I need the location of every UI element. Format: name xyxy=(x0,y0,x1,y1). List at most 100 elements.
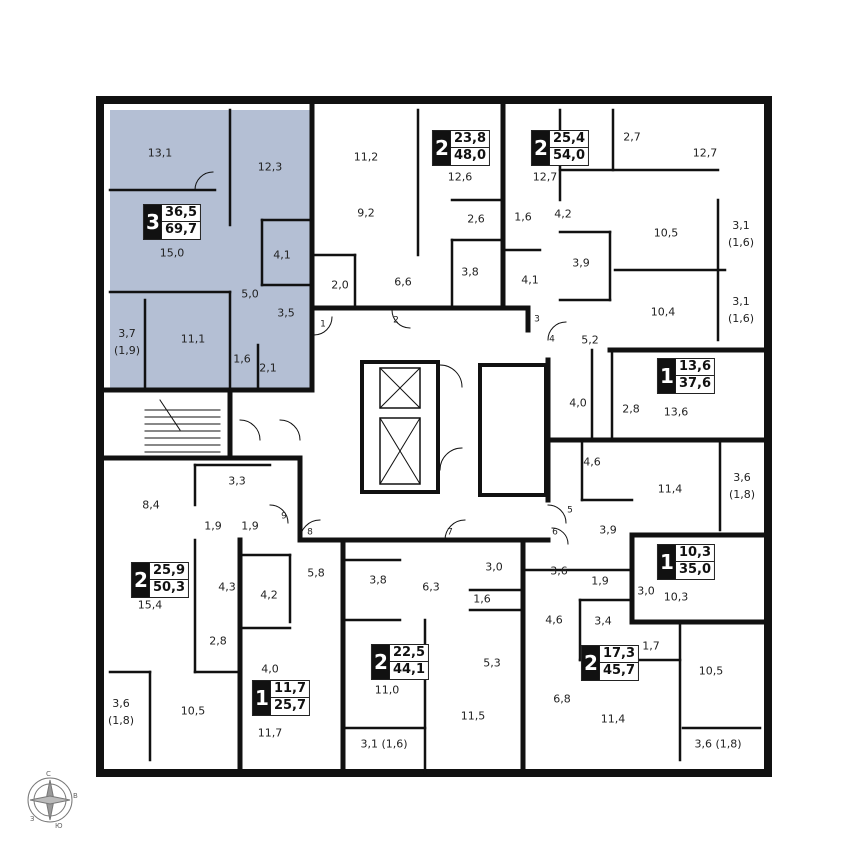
entrance-door-number: 8 xyxy=(307,527,313,538)
room-area-label: 4,1 xyxy=(521,273,539,287)
room-area-label: 13,1 xyxy=(147,146,173,160)
total-area: 44,1 xyxy=(392,662,426,677)
living-area: 22,5 xyxy=(389,645,429,662)
room-area-label: 12,6 xyxy=(447,170,473,184)
room-area-label: 5,2 xyxy=(581,333,599,347)
room-area-label: 12,3 xyxy=(257,160,283,174)
room-count: 2 xyxy=(581,646,600,680)
room-area-label: 10,5 xyxy=(180,704,206,718)
entrance-door-number: 2 xyxy=(393,315,399,326)
entrance-door-number: 6 xyxy=(552,527,558,538)
room-area-label: 6,3 xyxy=(422,580,440,594)
living-area: 25,9 xyxy=(149,563,189,580)
room-area-label: 9,2 xyxy=(357,206,375,220)
compass-north-label: С xyxy=(46,770,51,778)
total-area: 54,0 xyxy=(552,148,586,163)
room-area-label: 1,6 xyxy=(233,352,251,366)
room-area-label: 10,5 xyxy=(653,226,679,240)
room-area-label: 3,6 (1,8) xyxy=(694,737,742,751)
room-area-label: 3,8 xyxy=(369,573,387,587)
room-area-label: 11,7 xyxy=(257,726,283,740)
room-area-label: 4,3 xyxy=(218,580,236,594)
room-area-label: 3,1 (1,6) xyxy=(360,737,408,751)
room-count: 2 xyxy=(432,131,451,165)
total-area: 48,0 xyxy=(453,148,487,163)
room-area-label: 2,8 xyxy=(209,634,227,648)
room-area-label: 8,4 xyxy=(142,498,160,512)
total-area: 45,7 xyxy=(602,663,636,678)
room-area-label: 3,4 xyxy=(594,614,612,628)
corridor xyxy=(314,310,546,538)
room-area-label: 3,8 xyxy=(461,265,479,279)
room-area-label: 1,6 xyxy=(514,210,532,224)
room-area-label: 3,6 xyxy=(550,564,568,578)
room-area-label: 12,7 xyxy=(532,170,558,184)
room-area-label: 3,1 (1,6) xyxy=(727,295,755,325)
room-area-label: 11,2 xyxy=(353,150,379,164)
entrance-door-number: 5 xyxy=(567,505,573,516)
room-area-label: 5,8 xyxy=(307,566,325,580)
room-area-label: 12,7 xyxy=(692,146,718,160)
compass-east-label: В xyxy=(73,792,78,800)
room-area-label: 4,6 xyxy=(545,613,563,627)
room-area-label: 2,1 xyxy=(259,361,277,375)
staircase xyxy=(144,399,221,453)
room-area-label: 6,6 xyxy=(394,275,412,289)
room-area-label: 1,7 xyxy=(642,639,660,653)
total-area: 69,7 xyxy=(164,222,198,237)
room-area-label: 1,9 xyxy=(241,519,259,533)
room-area-label: 3,9 xyxy=(572,256,590,270)
room-area-label: 6,8 xyxy=(553,692,571,706)
room-area-label: 4,0 xyxy=(261,662,279,676)
entrance-door-number: 3 xyxy=(534,314,540,325)
room-area-label: 3,9 xyxy=(599,523,617,537)
room-area-label: 2,8 xyxy=(622,402,640,416)
room-area-label: 11,0 xyxy=(374,683,400,697)
room-area-label: 15,4 xyxy=(137,598,163,612)
room-count: 2 xyxy=(371,645,390,679)
room-area-label: 4,6 xyxy=(583,455,601,469)
room-area-label: 15,0 xyxy=(159,246,185,260)
room-area-label: 11,1 xyxy=(180,332,206,346)
entrance-door-number: 7 xyxy=(447,527,453,538)
living-area: 10,3 xyxy=(675,545,715,562)
highlighted-apartment-area[interactable] xyxy=(110,110,312,388)
room-area-label: 3,6 (1,8) xyxy=(728,471,756,501)
living-area: 11,7 xyxy=(270,681,310,698)
room-area-label: 10,3 xyxy=(663,590,689,604)
room-count: 1 xyxy=(657,359,676,393)
room-area-label: 4,1 xyxy=(273,248,291,262)
interior-walls xyxy=(108,108,762,775)
room-count: 2 xyxy=(131,563,150,597)
room-area-label: 13,6 xyxy=(663,405,689,419)
room-count: 1 xyxy=(252,681,271,715)
room-area-label: 3,0 xyxy=(637,584,655,598)
room-area-label: 11,5 xyxy=(460,709,486,723)
room-area-label: 3,1 (1,6) xyxy=(727,219,755,249)
total-area: 50,3 xyxy=(152,580,186,595)
room-area-label: 2,0 xyxy=(331,278,349,292)
door-swings xyxy=(194,171,569,545)
room-area-label: 1,9 xyxy=(591,574,609,588)
room-area-label: 10,5 xyxy=(698,664,724,678)
compass-west-label: З xyxy=(30,815,35,823)
room-area-label: 1,6 xyxy=(473,592,491,606)
room-area-label: 4,2 xyxy=(260,588,278,602)
